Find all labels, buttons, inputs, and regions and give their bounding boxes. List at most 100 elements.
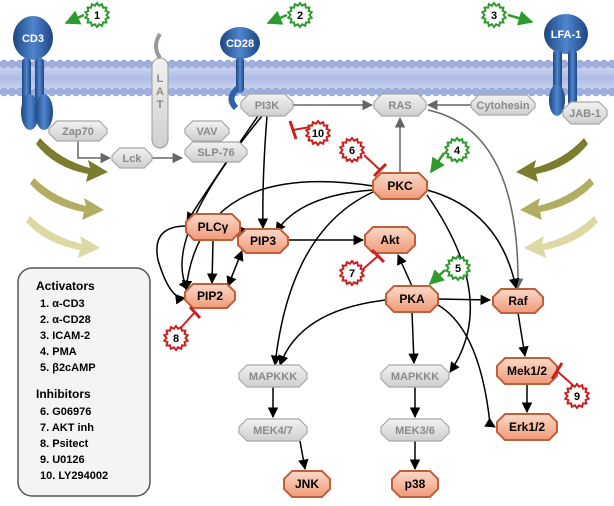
node-lck: Lck (111, 147, 153, 169)
node-plcg: PLCγ (185, 213, 241, 241)
node-raf: Raf (492, 288, 544, 314)
activator-badge-4: 4 (443, 136, 471, 164)
node-jnk: JNK (283, 470, 331, 498)
receptor-cd3-label: CD3 (22, 33, 44, 45)
inhibitor-badge-10: 10 (304, 119, 332, 147)
legend-inhibitor-8: 8. Psitect (40, 438, 89, 450)
node-akt: Akt (364, 226, 416, 254)
node-mek36: MEK3/6 (380, 418, 450, 442)
edge-pkc-raf (426, 189, 520, 290)
node-pka-label: PKA (399, 292, 425, 306)
node-mapkkk_mid-label: MAPKKK (391, 371, 439, 383)
node-raf-label: Raf (508, 294, 528, 308)
edge-pkc-pip3 (275, 189, 374, 233)
signal-flow-arrows-left (26, 138, 108, 258)
node-p38-label: p38 (405, 477, 426, 491)
inhibitor-badge-6: 6 (338, 136, 366, 164)
node-slp76: SLP-76 (184, 141, 248, 163)
signal-flow-arrows-right (516, 138, 598, 258)
legend-activator-5: 5. β2cAMP (40, 362, 96, 374)
node-pi3k-label: PI3K (255, 100, 280, 112)
edge-raf-mek12 (517, 312, 529, 358)
edge-pka-erk12 (437, 304, 496, 428)
activator-badge-label-5: 5 (455, 263, 461, 275)
inhibitor-badge-label-9: 9 (574, 391, 580, 403)
legend-activators-title: Activators (36, 279, 95, 293)
inhibitor-badge-label-8: 8 (173, 333, 179, 345)
node-pkc-label: PKC (387, 179, 413, 193)
node-pip2: PIP2 (184, 283, 236, 309)
edge-zap70-lck (77, 141, 112, 164)
node-lat (151, 32, 169, 149)
activator-badge-2: 2 (286, 1, 314, 29)
receptor-cd3: CD3 (13, 16, 53, 130)
pathway-edges (77, 99, 533, 471)
activator-arrow-4 (429, 152, 446, 174)
node-jnk-label: JNK (295, 477, 319, 491)
edge-pka-raf (437, 294, 492, 306)
inhibitor-badge-9: 9 (563, 382, 591, 410)
legend-inhibitor-7: 7. AKT inh (40, 422, 94, 434)
edge-plcg-pip2 (206, 240, 218, 285)
activator-badge-label-2: 2 (297, 10, 303, 22)
node-ras: RAS (373, 93, 427, 117)
edge-plcg-pip2-loop (156, 225, 201, 305)
edge-pip3-pip2 (226, 250, 244, 287)
activator-arrow-3 (507, 11, 534, 26)
activator-arrow-5 (428, 269, 446, 286)
activator-badge-3: 3 (480, 1, 508, 29)
node-mek12: Mek1/2 (496, 357, 558, 385)
legend-inhibitor-10: 10. LY294002 (40, 470, 108, 482)
inhibitor-bar-7 (361, 248, 386, 271)
inhibitor-badge-8: 8 (162, 324, 190, 352)
inhibitor-badge-label-6: 6 (349, 145, 355, 157)
node-mek36-label: MEK3/6 (395, 425, 435, 437)
legend-inhibitors-title: Inhibitors (36, 387, 91, 401)
node-pip3-label: PIP3 (250, 234, 276, 248)
node-plcg-label: PLCγ (198, 220, 229, 234)
edge-pkc-mapkkk-mid (426, 194, 472, 373)
receptor-lfa1-label: LFA-1 (551, 29, 582, 41)
legend-activator-3: 3. ICAM-2 (40, 330, 90, 342)
activator-arrow-1 (64, 10, 85, 25)
node-mek47-label: MEK4/7 (253, 425, 293, 437)
legend-inhibitor-6: 6. G06976 (40, 406, 91, 418)
legend-activator-2: 2. α-CD28 (40, 314, 91, 326)
node-pkc: PKC (372, 172, 428, 200)
activator-badge-1: 1 (83, 1, 111, 29)
cell-membrane (0, 59, 614, 97)
node-ras-label: RAS (388, 100, 411, 112)
edge-pka-mapkkk-left (278, 299, 387, 366)
edge-pi3k-pip3 (257, 115, 269, 230)
inhibitor-badge-label-10: 10 (312, 128, 324, 140)
node-vav-label: VAV (197, 126, 219, 138)
edge-ras-raf (427, 109, 524, 290)
node-pka: PKA (385, 285, 439, 313)
node-erk12: Erk1/2 (496, 413, 558, 441)
inhibitor-bar-10 (288, 120, 311, 140)
node-mapkkk_left: MAPKKK (238, 364, 308, 388)
node-pi3k: PI3K (240, 93, 294, 117)
node-jab1-label: JAB-1 (569, 108, 601, 120)
activator-badge-label-3: 3 (491, 10, 497, 22)
node-p38: p38 (391, 470, 439, 498)
node-mapkkk_left-label: MAPKKK (249, 371, 297, 383)
node-cytohesin-label: Cytohesin (476, 100, 529, 112)
receptor-cd28: CD28 (220, 27, 260, 111)
activator-badge-label-1: 1 (94, 10, 100, 22)
node-jab1: JAB-1 (562, 101, 608, 125)
node-zap70-label: Zap70 (62, 126, 94, 138)
node-akt-label: Akt (380, 233, 399, 247)
legend-activator-4: 4. PMA (40, 346, 77, 358)
activator-badge-label-4: 4 (454, 145, 461, 157)
edge-pkc-pip2 (181, 180, 374, 292)
node-mapkkk_mid: MAPKKK (380, 364, 450, 388)
legend-inhibitor-9: 9. U0126 (40, 454, 85, 466)
activator-badge-5: 5 (444, 254, 472, 282)
edge-pkc-mapkkk-left (270, 191, 374, 367)
node-pip3: PIP3 (237, 228, 289, 254)
